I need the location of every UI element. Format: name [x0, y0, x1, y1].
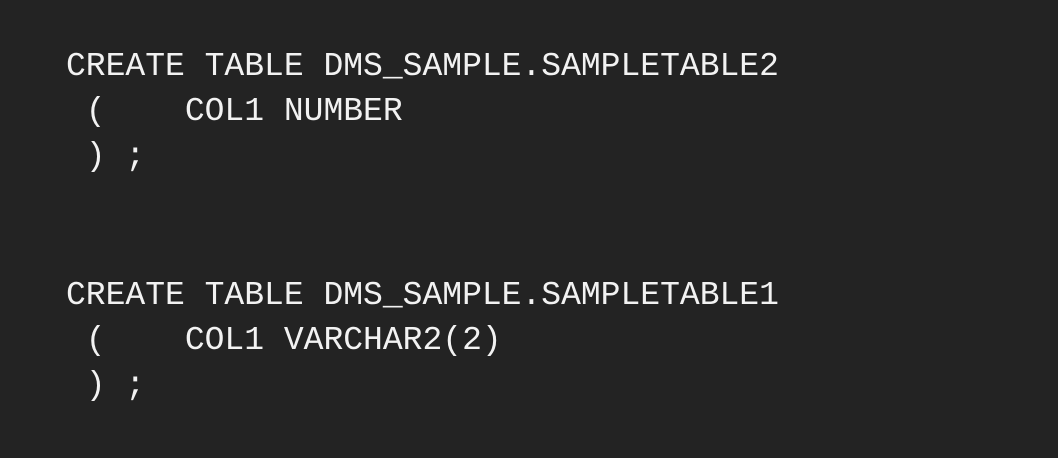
code-line: ( COL1 NUMBER	[66, 93, 403, 130]
sql-statement-1: CREATE TABLE DMS_SAMPLE.SAMPLETABLE2 ( C…	[66, 44, 779, 179]
code-line: CREATE TABLE DMS_SAMPLE.SAMPLETABLE1	[66, 277, 779, 314]
code-line: ) ;	[66, 367, 146, 404]
sql-statement-2: CREATE TABLE DMS_SAMPLE.SAMPLETABLE1 ( C…	[66, 273, 779, 408]
code-line: CREATE TABLE DMS_SAMPLE.SAMPLETABLE2	[66, 48, 779, 85]
code-line: ) ;	[66, 138, 146, 175]
code-line: ( COL1 VARCHAR2(2)	[66, 322, 502, 359]
